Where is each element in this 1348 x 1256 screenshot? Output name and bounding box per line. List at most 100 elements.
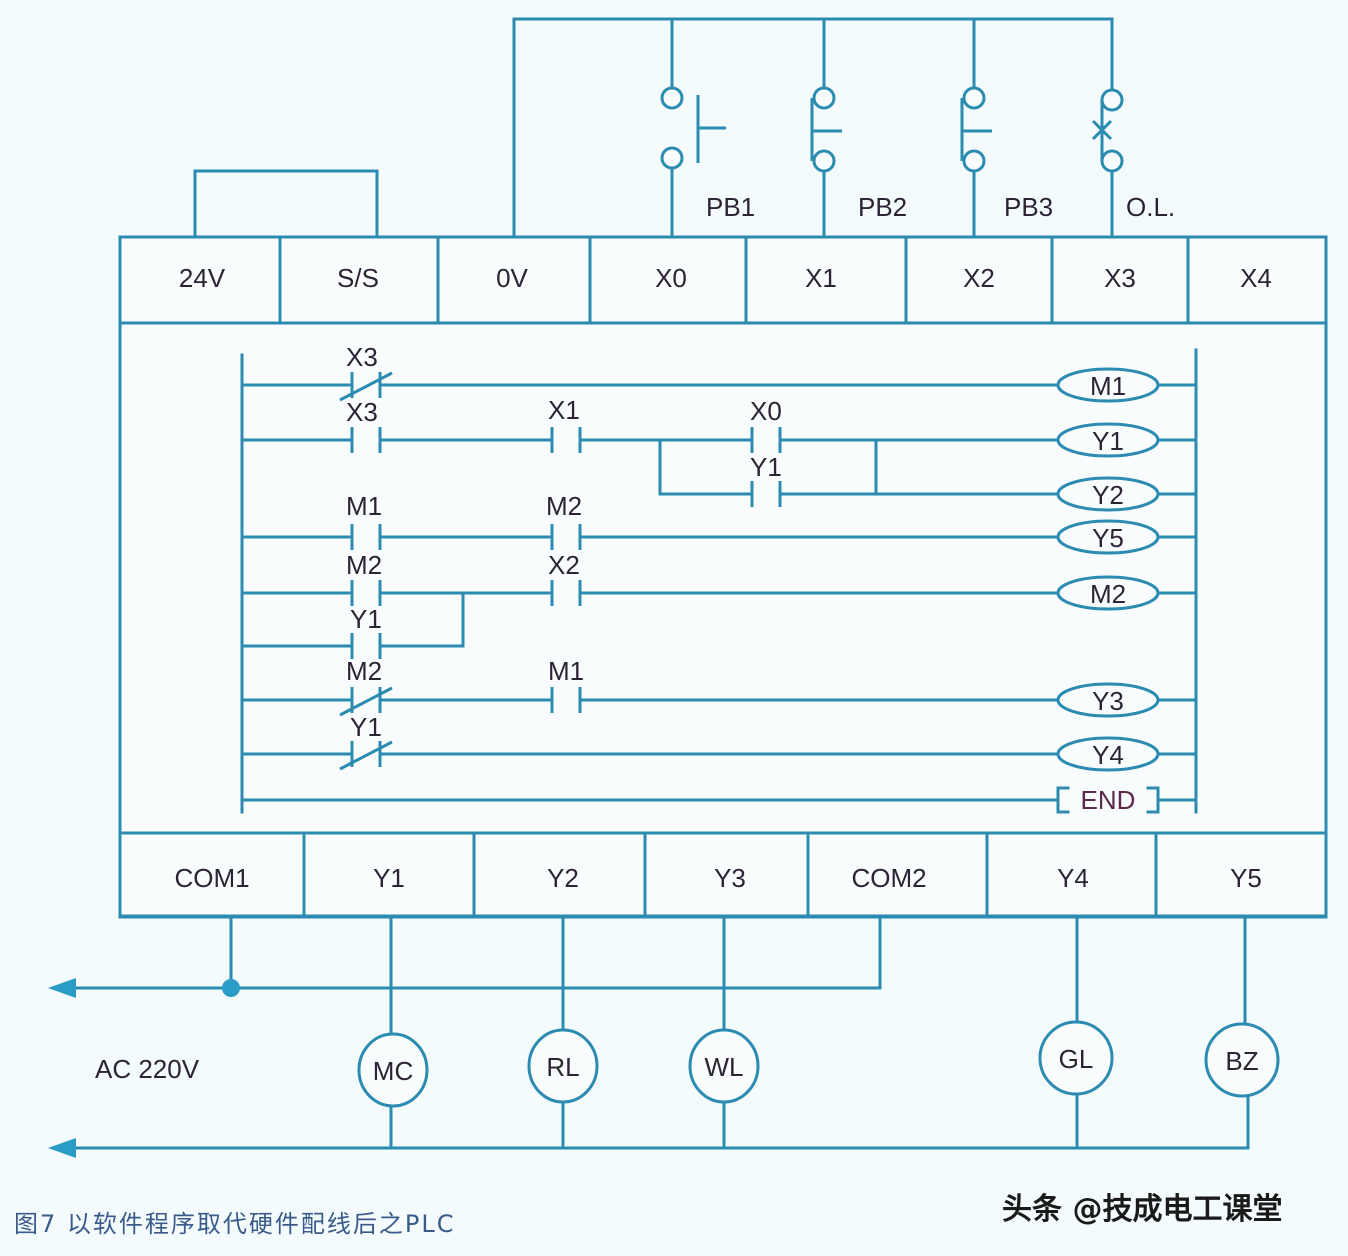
contact-m2-no-icon — [550, 524, 582, 550]
contact-label: X3 — [346, 342, 378, 372]
coil-label: Y2 — [1092, 480, 1124, 510]
overload-contact-icon — [1091, 88, 1124, 173]
figure-caption: 图7 以软件程序取代硬件配线后之PLC — [14, 1210, 456, 1238]
contact-label: X1 — [548, 395, 580, 425]
watermark: 头条 @技成电工课堂 — [1002, 1192, 1282, 1227]
terminal-y5[interactable] — [1154, 831, 1328, 918]
ol-label: O.L. — [1126, 192, 1175, 222]
common-input-bus — [512, 17, 1114, 238]
load-gl: GL — [1038, 1020, 1114, 1096]
contact-m1-no-icon — [550, 687, 582, 713]
terminal-label: S/S — [337, 263, 379, 293]
load-wl-icon — [688, 1028, 760, 1104]
load-bz-icon — [1204, 1022, 1280, 1098]
pb2-pushbutton-nc-icon — [810, 86, 842, 173]
arrow-left-icon — [48, 1138, 76, 1158]
load-mc-icon — [357, 1032, 429, 1108]
terminal-label: COM2 — [851, 863, 926, 893]
coil-y1-icon — [1056, 422, 1160, 458]
ac-supply-line-2 — [58, 1093, 1250, 1150]
terminal-label: COM1 — [174, 863, 249, 893]
arrow-left-icon — [48, 978, 76, 998]
terminal-label: Y1 — [373, 863, 405, 893]
terminal-24v[interactable] — [118, 235, 282, 325]
load-wl: WL — [688, 1028, 760, 1104]
load-label: GL — [1059, 1044, 1094, 1074]
coil-label: Y1 — [1092, 426, 1124, 456]
contact-m2-no-icon — [350, 580, 382, 606]
terminal-label: Y5 — [1230, 863, 1262, 893]
ladder-diagram: X3 X3 X1 X0 Y1 M1 M2 M2 X2 Y1 M2 M1 Y1 M… — [240, 342, 1198, 815]
load-label: WL — [705, 1052, 744, 1082]
output-field-wiring — [48, 915, 1250, 1158]
load-gl-icon — [1038, 1020, 1114, 1096]
contact-label: Y1 — [350, 604, 382, 634]
terminal-label: 0V — [496, 263, 528, 293]
contact-label: M2 — [346, 550, 382, 580]
contact-x0-no-icon — [750, 427, 782, 453]
contact-label: M1 — [346, 491, 382, 521]
terminal-com1[interactable] — [118, 831, 306, 918]
plc-body — [118, 235, 1328, 919]
contact-y1-no-icon — [750, 481, 782, 507]
contact-m2-nc-icon — [339, 686, 393, 717]
terminal-com2[interactable] — [806, 831, 989, 918]
coil-y3-icon — [1056, 682, 1160, 718]
contact-label: M2 — [346, 656, 382, 686]
terminal-x4[interactable] — [1186, 235, 1328, 325]
24v-ss-jumper — [193, 169, 379, 238]
contact-label: X0 — [750, 396, 782, 426]
coil-y5-icon — [1056, 519, 1160, 555]
terminal-0v[interactable] — [436, 235, 592, 325]
load-label: MC — [373, 1056, 413, 1086]
coil-label: Y4 — [1092, 740, 1124, 770]
coil-y2-icon — [1056, 476, 1160, 512]
coil-label: M2 — [1090, 579, 1126, 609]
terminal-label: Y4 — [1057, 863, 1089, 893]
terminal-label: X3 — [1104, 263, 1136, 293]
contact-label: Y1 — [750, 452, 782, 482]
output-terminal-strip: COM1 Y1 Y2 Y3 COM2 Y4 Y5 — [118, 831, 1328, 918]
contact-m1-no-icon — [350, 524, 382, 550]
contact-label: M1 — [548, 656, 584, 686]
load-label: RL — [546, 1052, 579, 1082]
rung-5-branch — [240, 591, 465, 648]
junction-dot-icon — [222, 979, 240, 997]
load-label: BZ — [1225, 1046, 1258, 1076]
terminal-label: X2 — [963, 263, 995, 293]
terminal-y2[interactable] — [472, 831, 647, 918]
contact-x1-no-icon — [550, 427, 582, 453]
coil-label: M1 — [1090, 371, 1126, 401]
supply-voltage-label: AC 220V — [95, 1054, 200, 1084]
terminal-y1[interactable] — [302, 831, 476, 918]
input-terminal-strip: 24V S/S 0V X0 X1 X2 X3 X4 — [118, 235, 1328, 325]
end-label: END — [1081, 785, 1136, 815]
contact-label: M2 — [546, 491, 582, 521]
terminal-label: X1 — [805, 263, 837, 293]
terminal-label: 24V — [179, 263, 226, 293]
terminal-x3[interactable] — [1050, 235, 1190, 325]
pb1-label: PB1 — [706, 192, 755, 222]
contact-x2-no-icon — [550, 580, 582, 606]
coil-m1-icon — [1056, 367, 1160, 403]
end-instruction-icon — [1056, 786, 1160, 814]
ac-supply-line-1 — [58, 915, 882, 990]
contact-label: X3 — [346, 397, 378, 427]
load-rl: RL — [527, 1028, 599, 1104]
contact-y1-nc-icon — [339, 740, 393, 771]
contact-x3-no-icon — [350, 427, 382, 453]
pb1-pushbutton-no-icon — [660, 86, 726, 170]
pb3-pushbutton-nc-icon — [960, 86, 992, 173]
terminal-label: Y2 — [547, 863, 579, 893]
pb3-label: PB3 — [1004, 192, 1053, 222]
contact-y1-no-icon — [350, 633, 382, 659]
contact-x3-nc-icon — [339, 371, 393, 402]
terminal-label: Y3 — [714, 863, 746, 893]
coil-label: Y5 — [1092, 523, 1124, 553]
coil-label: Y3 — [1092, 686, 1124, 716]
pb2-label: PB2 — [858, 192, 907, 222]
coil-m2-icon — [1056, 575, 1160, 611]
load-mc: MC — [357, 1032, 429, 1108]
contact-label: X2 — [548, 550, 580, 580]
